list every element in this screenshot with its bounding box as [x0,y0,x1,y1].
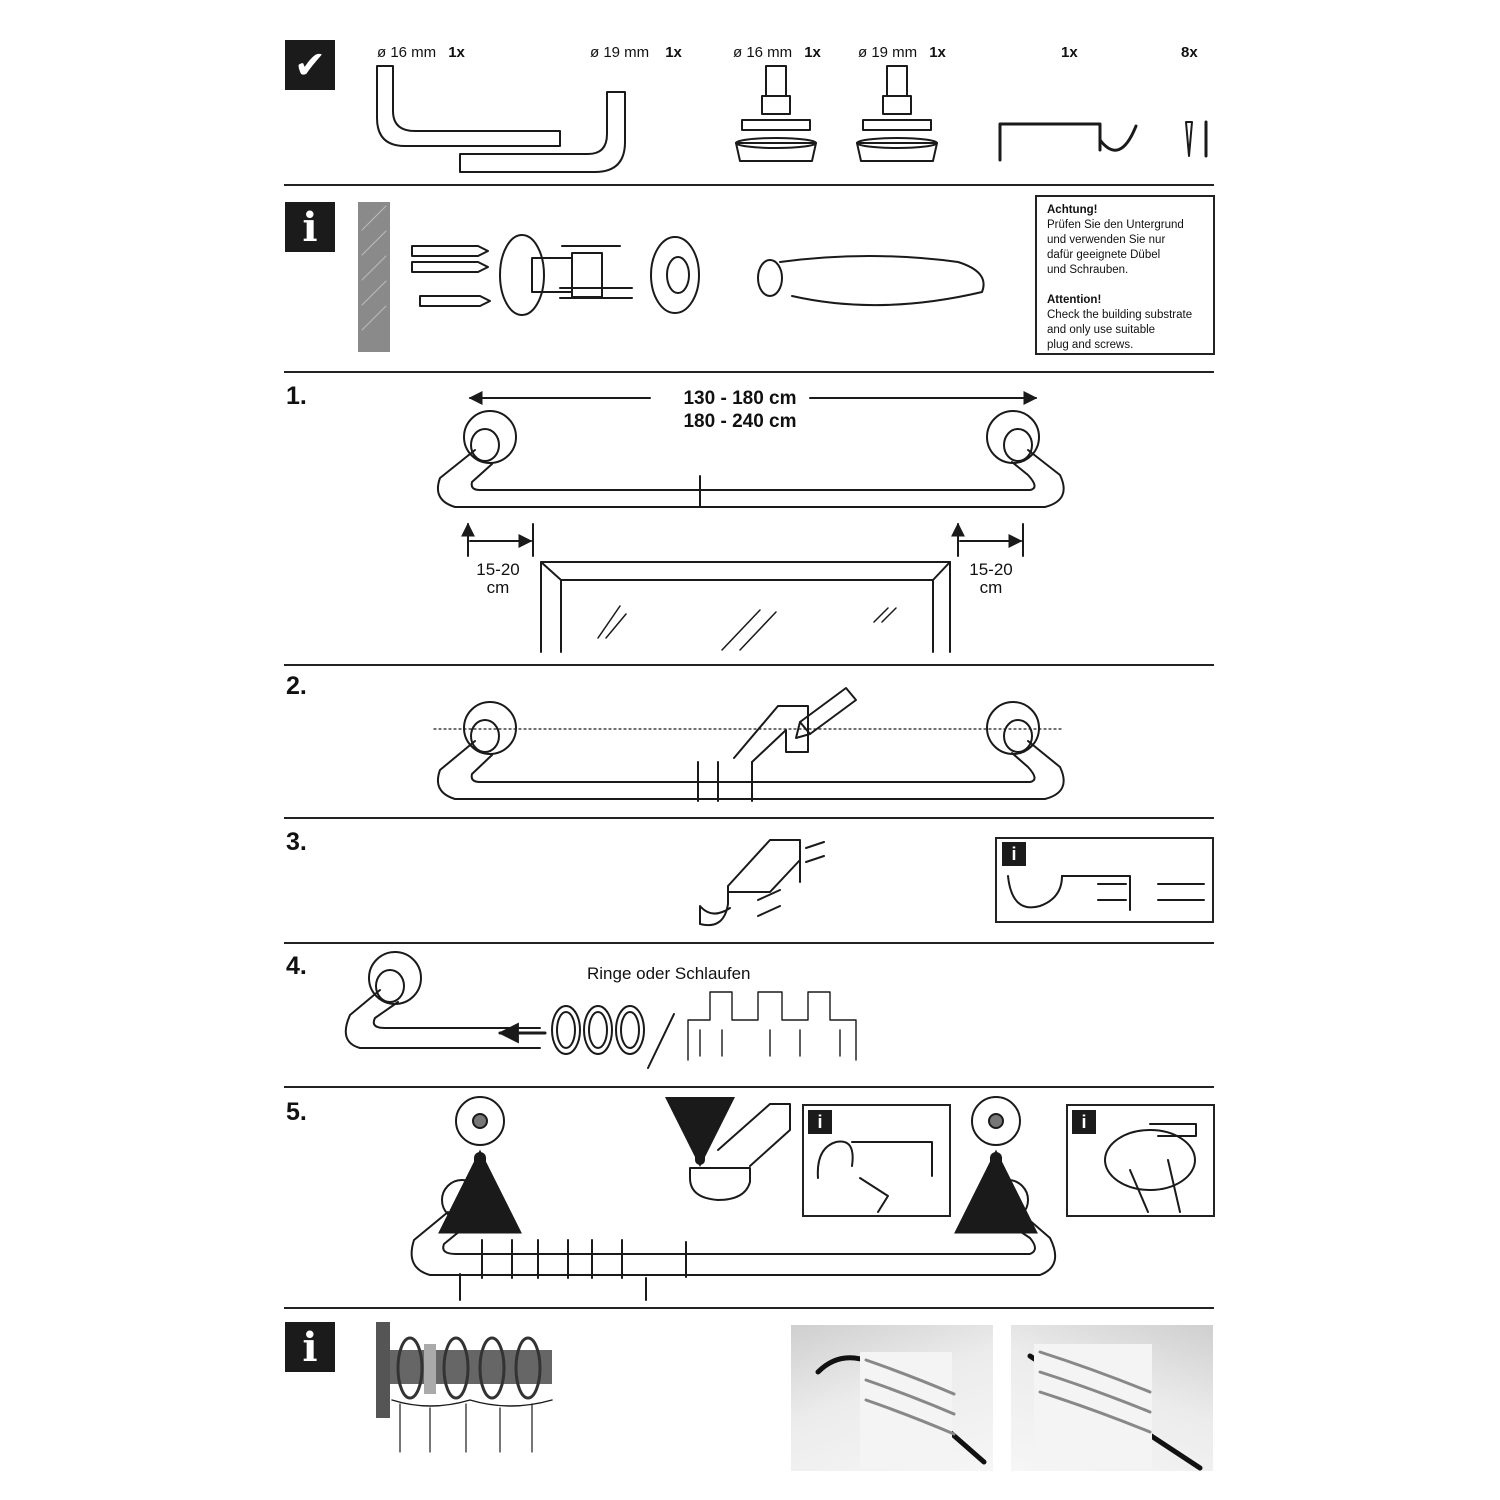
curtain-rings [551,1005,645,1055]
length-range-a: 130 - 180 cm [683,388,797,409]
curtain-rod-assembled [436,410,1065,508]
note-line: Check the building substrate [1047,309,1193,321]
curtain-rod-marking [436,701,1065,802]
rod-with-rings-illustration [376,1322,553,1453]
end-cap-19mm [856,65,938,162]
step-number-2: 2. [286,672,307,700]
part-qty-support: 1x [1061,44,1078,61]
info-icon: i [1072,1110,1096,1134]
info-box-support-mounting [995,837,1214,923]
offset-right-unit: cm [979,578,1003,597]
middle-support [998,122,1138,162]
step-number-4: 4. [286,952,307,980]
screws-and-dowels [1185,120,1208,158]
divider [284,1086,1214,1088]
support-tighten [665,1097,791,1201]
flange-top-view-right [971,1096,1021,1146]
info-icon: i [1002,842,1026,866]
screws [559,245,633,299]
wall-surface [358,202,390,352]
note-line: and only use suitable [1047,324,1156,336]
divider [284,371,1214,373]
divider [284,817,1214,819]
part-qty-screws: 8x [1181,44,1198,61]
flange-top-view-left [455,1096,505,1146]
note-line: Prüfen Sie den Untergrund [1047,219,1184,231]
dowels [411,245,491,307]
divider [284,184,1214,186]
note-line: und Schrauben. [1047,264,1129,276]
info-icon: i [808,1110,832,1134]
step-number-5: 5. [286,1098,307,1126]
bent-rod [757,255,985,307]
divider [284,664,1214,666]
photo-2-content [1027,1344,1203,1471]
info-icon: i [285,202,335,252]
step-number-1: 1. [286,382,307,410]
info-box-bracket-tighten [1066,1104,1215,1217]
step-number-3: 3. [286,828,307,856]
final-rod-assembly [410,1179,1057,1301]
offset-left-unit: cm [486,578,510,597]
note-title-de: Achtung! [1047,204,1098,216]
offset-left-value: 15-20 [476,560,520,579]
checkmark-icon: ✔ [285,40,335,90]
note-title-en: Attention! [1047,294,1102,306]
note-line: und verwenden Sie nur [1047,234,1166,246]
divider [284,1307,1214,1309]
bracket-19mm [459,91,626,173]
curtain-loops [687,991,857,1061]
cover-ring [650,236,700,314]
bracket-info-tighten [1104,1123,1197,1213]
support-info-hook [816,1140,933,1213]
info-icon: i [285,1322,335,1372]
window-frame [540,561,951,653]
warning-note: Achtung! Prüfen Sie den Untergrund und v… [1035,195,1215,355]
support-info-detail [1007,875,1205,911]
middle-support-mounting [699,839,825,926]
note-line: plug and screws. [1047,339,1134,351]
info-box-support-tighten [802,1104,951,1217]
length-range-b: 180 - 240 cm [683,411,797,432]
pencil-icon [795,687,857,739]
note-line: dafür geeignete Dübel [1047,249,1161,261]
divider [284,942,1214,944]
end-cap-16mm [735,65,817,162]
photo-1-content [815,1352,987,1470]
bracket-16mm [376,65,561,147]
rings-or-loops-caption: Ringe oder Schlaufen [587,964,751,983]
rod-end [344,951,541,1049]
offset-right-value: 15-20 [969,560,1013,579]
